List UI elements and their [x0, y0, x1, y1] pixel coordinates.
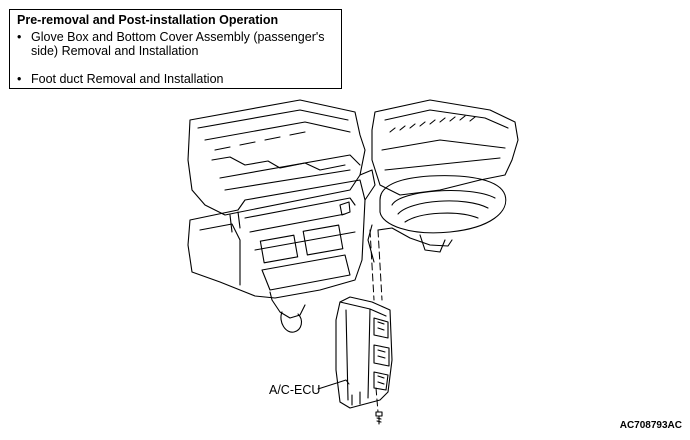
operation-item-foot-duct: Foot duct Removal and Installation	[17, 72, 334, 86]
operation-title: Pre-removal and Post-installation Operat…	[17, 13, 279, 27]
bolt-icon	[375, 411, 383, 425]
ac-ecu-label: A/C-ECU	[269, 383, 321, 397]
operation-item-glove-box: Glove Box and Bottom Cover Assembly (pas…	[17, 30, 334, 58]
removal-guide-line	[369, 229, 383, 413]
figure-code: AC708793AC	[619, 420, 682, 431]
ac-ecu-leader-line	[317, 379, 350, 390]
operation-list: Glove Box and Bottom Cover Assembly (pas…	[17, 30, 334, 86]
heater-unit-housing	[187, 99, 376, 333]
pre-post-operation-box: Pre-removal and Post-installation Operat…	[9, 9, 342, 89]
ac-ecu-module	[335, 296, 393, 409]
blower-assembly	[367, 99, 519, 263]
